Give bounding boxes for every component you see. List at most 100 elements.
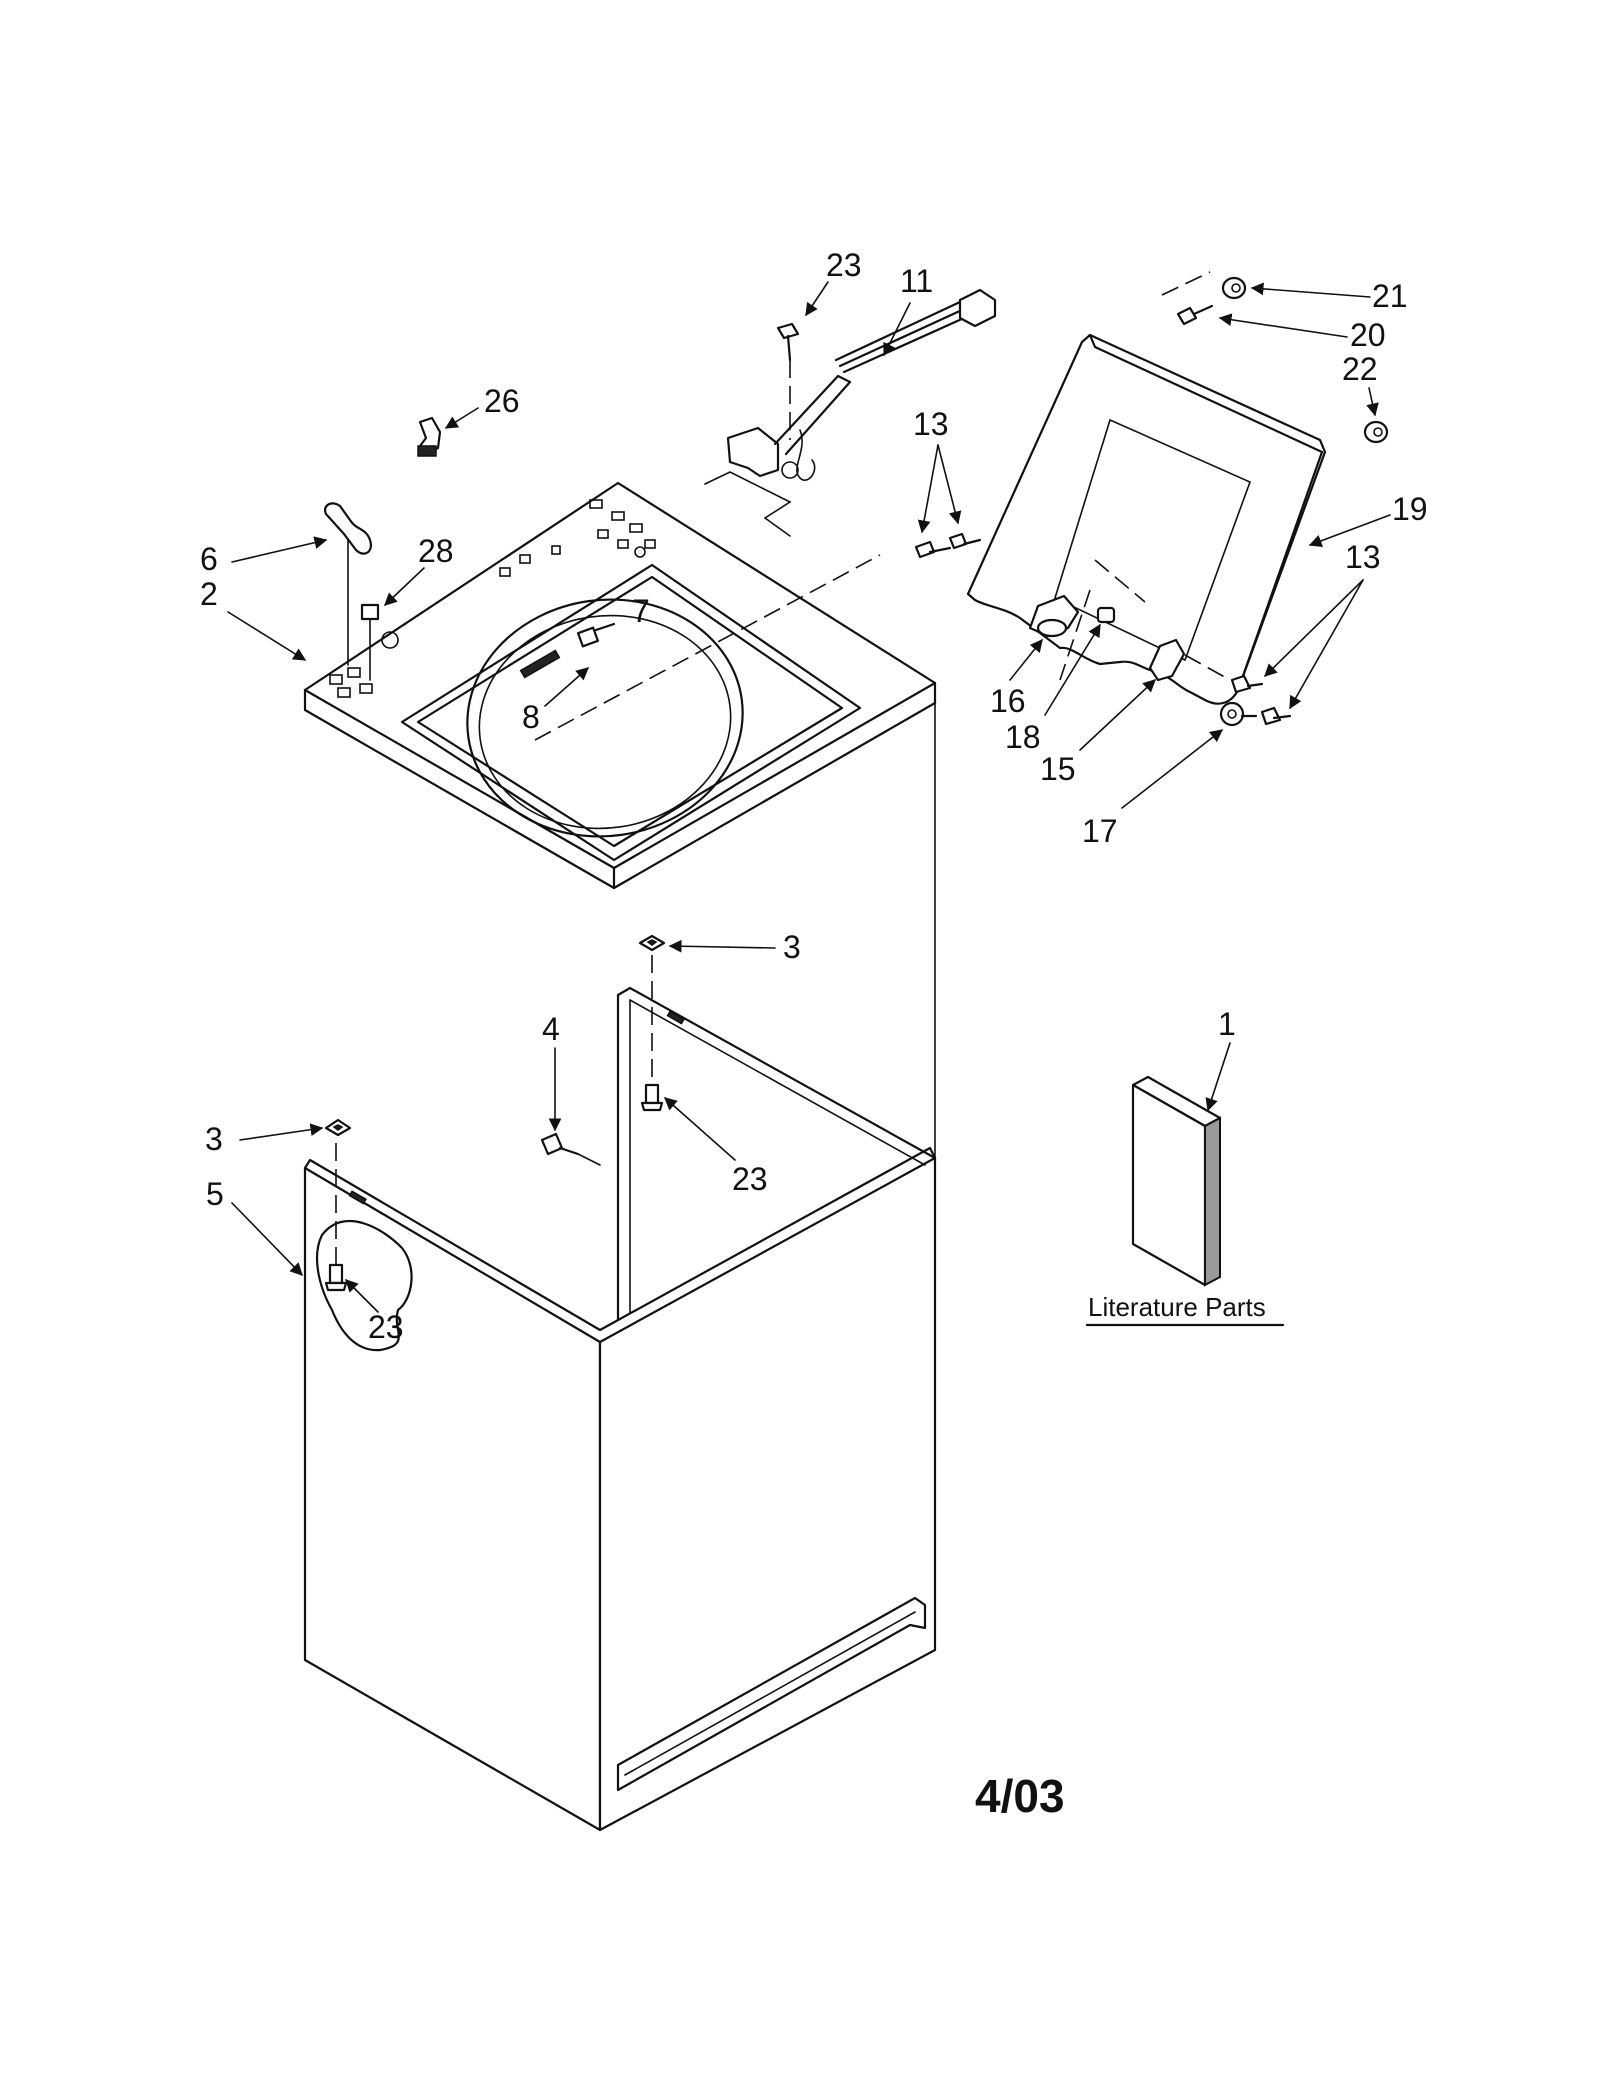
callout-20: 20 [1350, 317, 1386, 353]
screw-part-23-cutaway [324, 1263, 348, 1292]
callout-3-upper: 3 [783, 929, 801, 965]
dash-lid-hinge-b [1184, 654, 1231, 681]
lid-panel [966, 333, 1327, 705]
callout-19: 19 [1392, 491, 1428, 527]
nut-part-3-lower [324, 1118, 352, 1137]
callout-18: 18 [1005, 719, 1041, 755]
callout-22: 22 [1342, 351, 1378, 387]
hinge-part-16-loop [1036, 618, 1068, 638]
cabinet-rear-frame [616, 986, 937, 1322]
screw-part-8 [576, 622, 616, 648]
leader-20 [1218, 313, 1348, 338]
leader-2 [227, 611, 307, 661]
leader-13b-2 [1289, 579, 1364, 710]
leader-lines [227, 281, 1391, 1313]
callout-5: 5 [206, 1176, 224, 1212]
leader-16 [1009, 639, 1043, 681]
callout-21: 21 [1372, 278, 1408, 314]
switch-pad-line [704, 471, 792, 519]
dash-lid-hinge-a [1094, 559, 1146, 603]
switch-ground-ring [781, 461, 799, 479]
callout-8: 8 [522, 699, 540, 735]
top-cover-slots [329, 499, 656, 698]
callout-1: 1 [1218, 1006, 1236, 1042]
leader-23b [664, 1097, 736, 1161]
lid-switch-assembly [704, 288, 997, 537]
screws-part-13-left [914, 532, 982, 559]
callout-26: 26 [484, 383, 520, 419]
dash-lid-left [1059, 589, 1091, 681]
leader-17 [1121, 729, 1224, 809]
washer-part-17 [1219, 701, 1258, 727]
callout-28: 28 [418, 533, 454, 569]
callout-15: 15 [1040, 751, 1076, 787]
callout-13-right: 13 [1345, 539, 1381, 575]
cabinet-toe-kick [616, 1596, 927, 1792]
switch-ground-wire [796, 429, 816, 481]
cabinet-toe-kick-line [624, 1611, 916, 1776]
leader-23c [345, 1279, 379, 1313]
clip-part-6 [324, 502, 372, 555]
callout-23-cutaway: 23 [368, 1309, 404, 1345]
leader-15 [1079, 679, 1156, 751]
leader-8 [544, 667, 589, 707]
callout-2: 2 [200, 576, 218, 612]
leader-3b [239, 1123, 324, 1141]
rail-slot [348, 1190, 367, 1205]
leader-13a-1 [917, 444, 939, 534]
leader-18 [1044, 623, 1101, 716]
hinge-part-15 [1148, 638, 1186, 682]
lid-assembly [914, 271, 1389, 727]
book-spine [1204, 1116, 1221, 1287]
callout-4: 4 [542, 1011, 560, 1047]
bumper-part-22 [1363, 420, 1389, 444]
lid-switch-harness [773, 374, 852, 456]
switch-pad-line-2 [764, 517, 791, 537]
callout-23-middle: 23 [732, 1161, 768, 1197]
leader-3a [668, 939, 776, 953]
leader-13b-1 [1264, 579, 1364, 677]
literature-book [1131, 1075, 1222, 1287]
nut-part-3-upper [638, 934, 666, 952]
callout-23-top: 23 [826, 247, 862, 283]
clip-part-26-base [417, 445, 437, 457]
callout-6: 6 [200, 541, 218, 577]
pin-part-20 [1176, 304, 1214, 326]
screw-part-23-middle [640, 1083, 664, 1112]
lid-switch-body [726, 426, 780, 478]
dash-lid-top [1161, 271, 1211, 296]
cabinet-rear-rail [629, 999, 926, 1166]
harness-wire-3 [842, 316, 966, 374]
screw-part-4 [540, 1132, 601, 1166]
lid-opening-inner [416, 575, 844, 848]
callout-11: 11 [900, 263, 933, 299]
bumper-part-21 [1221, 276, 1247, 300]
cabinet-cutaway [316, 1220, 413, 1352]
cabinet-right-panel [598, 1156, 937, 1832]
screws-part-13-right [1230, 674, 1292, 726]
tub-ring-inner [478, 614, 732, 830]
bracket-part-28 [360, 603, 380, 621]
rail-slot-rear [666, 1010, 685, 1025]
screw-part-23-top [776, 322, 800, 362]
leader-11 [883, 302, 911, 357]
top-cover-assembly [303, 481, 937, 890]
leader-26 [444, 407, 479, 429]
harness-connector [958, 288, 997, 328]
callout-labels: 21 20 22 23 11 26 13 19 13 6 28 2 7 8 16… [200, 247, 1428, 1345]
leader-6 [231, 536, 328, 563]
leader-1 [1205, 1042, 1231, 1112]
lid-recessed-panel [1054, 418, 1252, 662]
leader-5 [231, 1202, 303, 1276]
harness-wire-2 [838, 308, 964, 368]
callout-16: 16 [990, 683, 1026, 719]
lid-top-edge [1088, 333, 1324, 454]
revision-date: 4/03 [975, 1770, 1065, 1822]
callout-13-left: 13 [913, 406, 949, 442]
cabinet-top-flange [303, 1146, 937, 1332]
callout-7: 7 [632, 593, 650, 629]
leader-13a-2 [937, 444, 962, 525]
leader-23a [805, 281, 829, 317]
